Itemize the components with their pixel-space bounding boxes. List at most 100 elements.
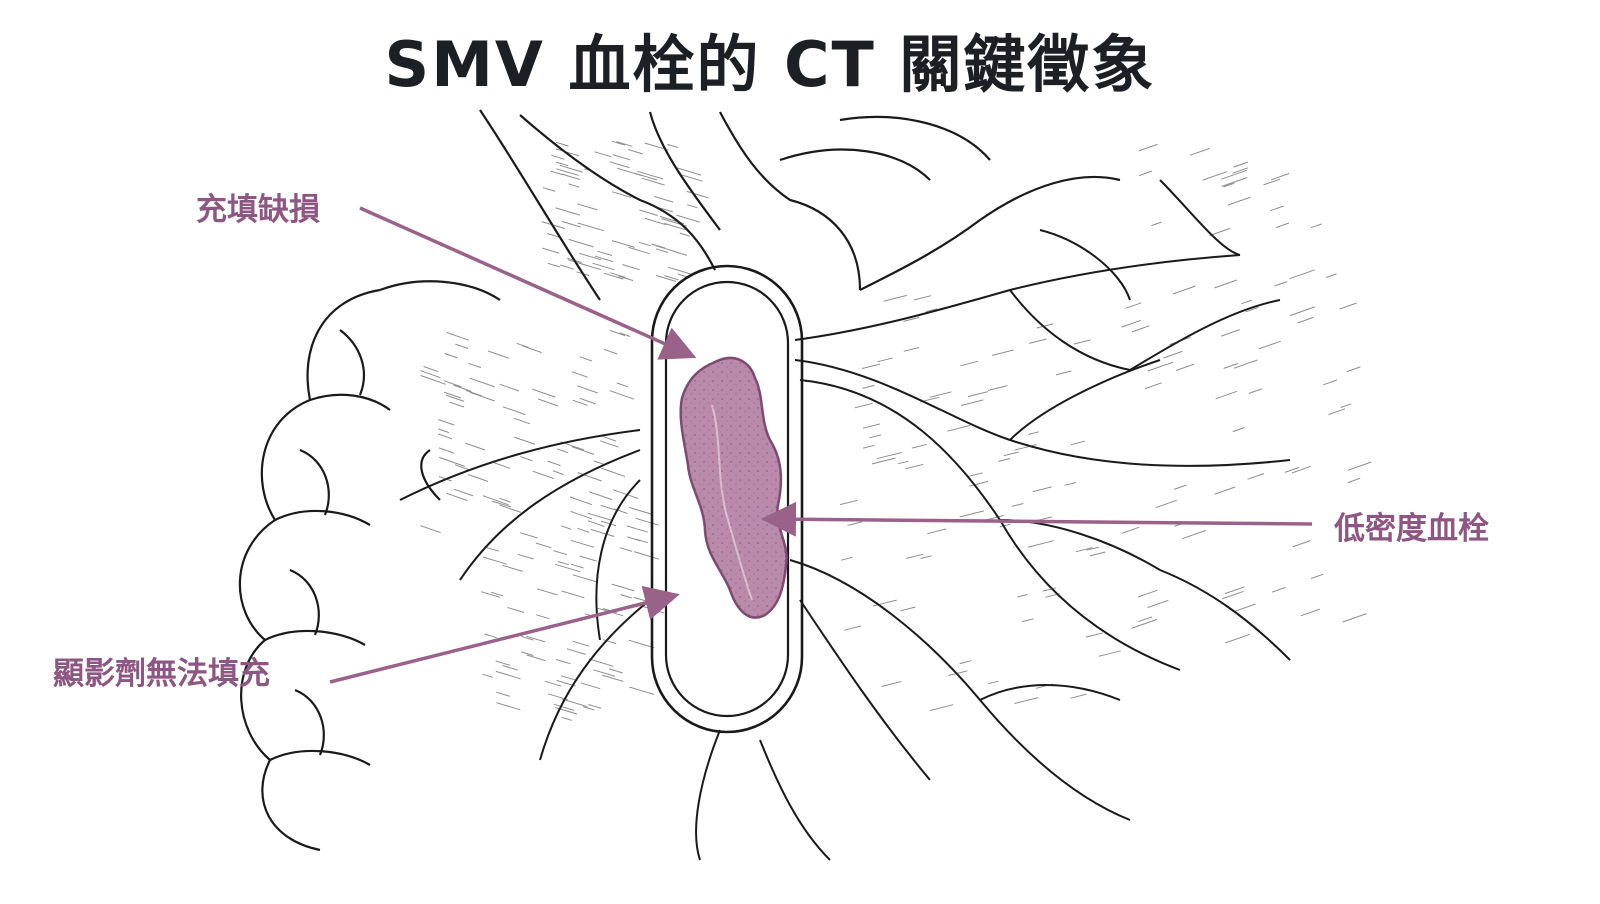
hatch-stroke — [566, 257, 582, 263]
hatch-stroke — [1032, 486, 1052, 493]
label-filling-defect: 充填缺損 — [196, 192, 320, 228]
hatch-stroke — [550, 170, 564, 176]
hatch-stroke — [1245, 306, 1259, 313]
hatch-stroke — [881, 681, 902, 687]
hatch-stroke — [1233, 359, 1258, 369]
hatch-stroke — [999, 523, 1011, 528]
hatch-stroke — [499, 383, 520, 392]
hatch-stroke — [1328, 408, 1346, 416]
hatch-stroke — [517, 553, 534, 560]
hatch-stroke — [537, 398, 559, 407]
hatch-stroke — [1292, 540, 1311, 548]
hatch-stroke — [468, 362, 482, 369]
hatch-stroke — [664, 222, 686, 231]
hatch-stroke — [655, 248, 669, 253]
hatch-stroke — [651, 243, 666, 249]
hatch-stroke — [594, 255, 614, 263]
hatch-stroke — [453, 488, 474, 497]
hatch-stroke — [561, 220, 581, 228]
hatch-stroke — [1173, 484, 1187, 490]
hatch-stroke — [1339, 302, 1357, 310]
hatch-stroke — [555, 207, 581, 216]
hatch-stroke — [454, 464, 470, 471]
hatch-stroke — [1147, 361, 1174, 372]
hatch-stroke — [516, 342, 529, 348]
smv-vessel — [650, 264, 804, 734]
hatch-stroke — [1325, 273, 1337, 278]
hatch-stroke — [532, 388, 556, 398]
hatch-stroke — [1169, 336, 1191, 346]
hatch-stroke — [847, 521, 863, 526]
hatch-stroke — [883, 294, 908, 302]
hatch-stroke — [844, 625, 862, 631]
hatch-stroke — [1138, 616, 1153, 623]
hatch-stroke — [616, 382, 628, 388]
hatch-stroke — [487, 350, 510, 359]
hatch-stroke — [526, 635, 546, 643]
hatch-stroke — [567, 259, 587, 266]
hatch-stroke — [587, 520, 605, 527]
hatch-stroke — [561, 590, 585, 599]
hatch-stroke — [1138, 170, 1153, 177]
hatch-stroke — [1017, 594, 1028, 598]
hatch-stroke — [611, 583, 635, 592]
hatch-stroke — [903, 347, 920, 352]
hatch-stroke — [960, 399, 984, 407]
hatch-stroke — [633, 596, 647, 602]
page-title: SMV 血栓的 CT 關鍵徵象 — [384, 28, 1156, 101]
hatch-stroke — [1234, 603, 1256, 612]
hatch-stroke — [616, 141, 633, 147]
hatch-stroke — [490, 461, 511, 469]
hatch-stroke — [668, 266, 691, 275]
hatch-stroke — [613, 489, 639, 499]
hatch-stroke — [553, 703, 575, 711]
hatch-stroke — [490, 591, 503, 597]
hatch-stroke — [905, 463, 924, 470]
label-no-contrast-filling: 顯影劑無法填充 — [53, 656, 270, 692]
hatch-stroke — [1042, 587, 1057, 592]
hatch-stroke — [616, 167, 643, 177]
hatch-stroke — [925, 308, 938, 313]
hatch-stroke — [1258, 340, 1281, 350]
hatch-stroke — [603, 272, 624, 280]
hatch-stroke — [612, 154, 631, 161]
hatch-stroke — [877, 357, 893, 363]
hatch-stroke — [580, 682, 601, 690]
hatch-stroke — [1064, 482, 1077, 486]
hatch-stroke — [920, 555, 932, 559]
hatch-stroke — [1310, 223, 1322, 229]
hatch-stroke — [948, 670, 968, 676]
hatch-stroke — [1137, 589, 1158, 598]
hatch-stroke — [1125, 302, 1142, 309]
hatch-stroke — [1248, 388, 1262, 394]
hatch-stroke — [1175, 363, 1195, 371]
hatch-stroke — [1347, 461, 1372, 471]
hatch-stroke — [499, 504, 522, 513]
hatch-stroke — [571, 446, 595, 455]
hatch-stroke — [987, 385, 1008, 391]
hatch-stroke — [502, 664, 519, 671]
hatch-stroke — [876, 452, 902, 460]
hatch-stroke — [444, 353, 458, 359]
hatch-stroke — [659, 215, 685, 225]
hatch-stroke — [570, 510, 593, 520]
hatch-stroke — [911, 443, 928, 449]
hatch-stroke — [502, 406, 526, 416]
hatch-stroke — [579, 397, 596, 405]
hatch-stroke — [612, 140, 626, 146]
hatch-stroke — [1202, 171, 1227, 181]
arrow-no-contrast-filling — [329, 585, 680, 684]
hatch-stroke — [967, 391, 989, 398]
hatch-stroke — [438, 419, 455, 426]
hatch-stroke — [1086, 546, 1100, 551]
hatch-stroke — [654, 196, 674, 203]
hatching-strokes — [420, 140, 1372, 721]
hatch-stroke — [446, 492, 468, 502]
hatch-stroke — [572, 574, 597, 583]
hatch-stroke — [438, 476, 452, 482]
hatch-stroke — [1089, 551, 1106, 557]
hatch-stroke — [438, 428, 450, 434]
hatch-stroke — [594, 151, 612, 158]
colon-loops — [238, 280, 501, 852]
hatch-stroke — [1131, 325, 1150, 333]
